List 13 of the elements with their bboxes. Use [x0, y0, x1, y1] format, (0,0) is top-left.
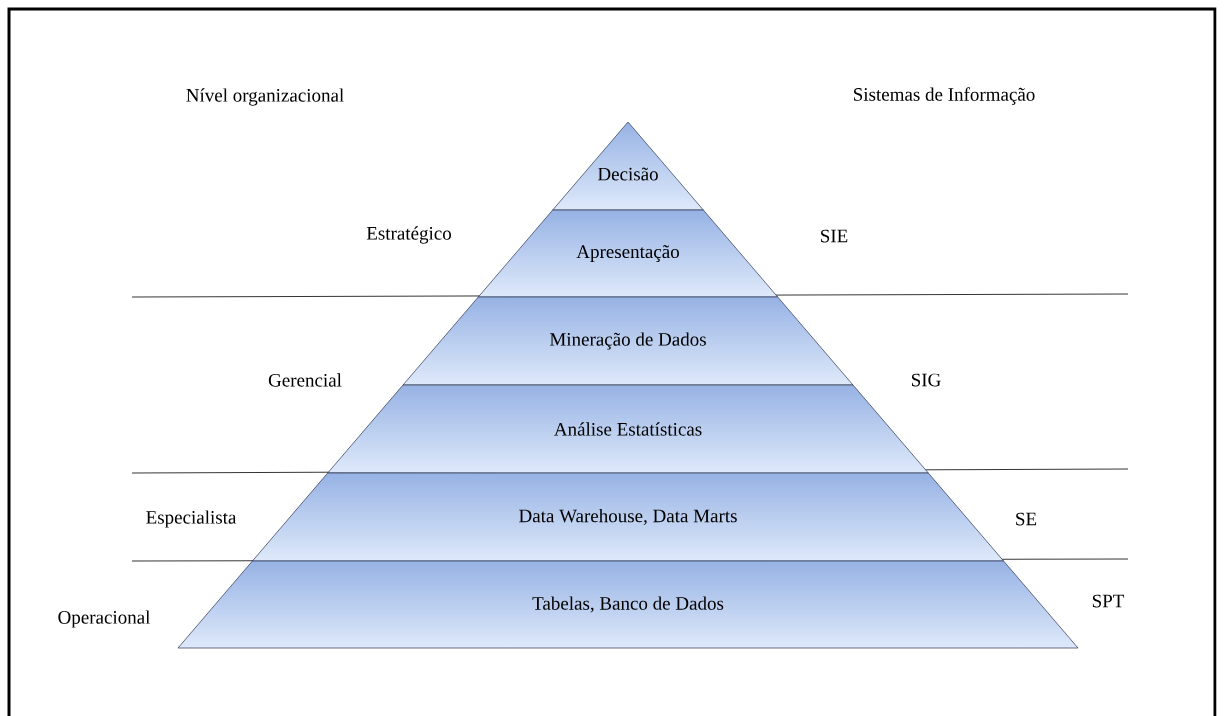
level-label: Nível organizacional [186, 88, 344, 106]
level-label: Sistemas de Informação [854, 87, 1035, 105]
pyramid-band: Decisão [552, 121, 704, 211]
level-label: Especialista [146, 510, 237, 528]
level-label: SIG [911, 373, 941, 387]
pyramid-band: Data Warehouse, Data Marts [252, 472, 1004, 562]
level-label: Gerencial [268, 373, 342, 387]
level-label: SIE [821, 229, 848, 243]
level-label: Estratégico [366, 226, 451, 244]
level-label: Operacional [58, 610, 151, 628]
pyramid-band: Tabelas, Banco de Dados [177, 560, 1079, 649]
level-label: SE [1016, 512, 1037, 526]
pyramid-band: Mineração de Dados [402, 296, 854, 386]
